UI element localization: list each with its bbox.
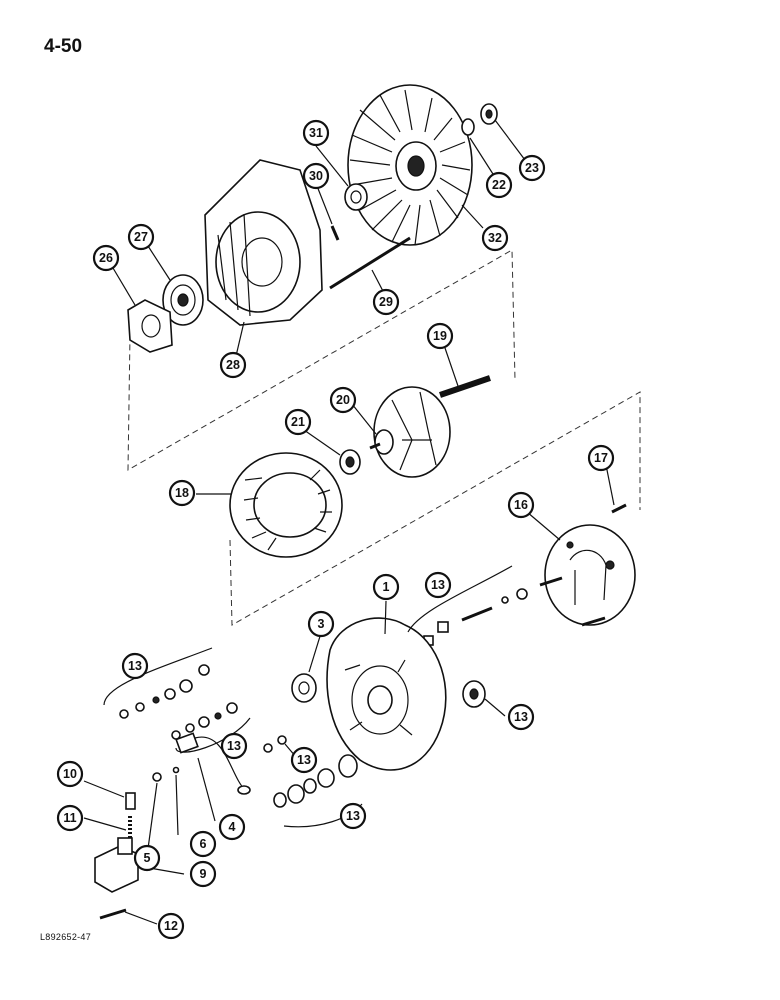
callout-20: 20 <box>329 386 357 414</box>
svg-text:12: 12 <box>164 919 178 933</box>
svg-text:1: 1 <box>383 580 390 594</box>
svg-text:6: 6 <box>200 837 207 851</box>
grommet <box>462 680 486 708</box>
callout-19: 19 <box>426 322 454 350</box>
svg-text:27: 27 <box>134 230 148 244</box>
callout-6: 6 <box>189 830 217 858</box>
bearing <box>162 274 204 326</box>
callout-10: 10 <box>56 760 84 788</box>
svg-text:16: 16 <box>514 498 528 512</box>
callout-28: 28 <box>219 351 247 379</box>
page-number: 4-50 <box>44 36 83 57</box>
callout-30: 30 <box>302 162 330 190</box>
svg-text:9: 9 <box>200 867 207 881</box>
callout-13c: 13 <box>290 746 318 774</box>
svg-text:13: 13 <box>227 739 241 753</box>
stator <box>229 452 343 558</box>
svg-text:31: 31 <box>309 126 323 140</box>
screw-and-washer <box>152 766 180 782</box>
svg-text:26: 26 <box>99 251 113 265</box>
callout-11: 11 <box>56 804 84 832</box>
svg-text:17: 17 <box>594 451 608 465</box>
callout-13d: 13 <box>339 802 367 830</box>
slip-ring-end-frame <box>539 524 636 627</box>
svg-text:13: 13 <box>431 578 445 592</box>
washer-stack-lower <box>273 754 358 808</box>
washer-stack-upper <box>119 664 210 719</box>
nut <box>480 103 498 125</box>
svg-text:13: 13 <box>346 809 360 823</box>
callout-13f: 13 <box>507 703 535 731</box>
callout-27: 27 <box>127 223 155 251</box>
washer-stack-nuts <box>263 735 287 753</box>
callout-16: 16 <box>507 491 535 519</box>
brush-holder <box>94 837 139 893</box>
screw <box>611 503 627 514</box>
svg-text:4: 4 <box>229 820 236 834</box>
callout-labels: 1 3 4 5 6 9 10 11 12 13 13 13 13 13 13 1… <box>56 119 615 940</box>
svg-text:28: 28 <box>226 358 240 372</box>
svg-text:19: 19 <box>433 329 447 343</box>
callout-17: 17 <box>587 444 615 472</box>
svg-text:3: 3 <box>318 617 325 631</box>
fan <box>347 84 473 246</box>
svg-text:21: 21 <box>291 415 305 429</box>
svg-text:30: 30 <box>309 169 323 183</box>
spacer-ring <box>344 183 368 211</box>
pin <box>330 225 340 241</box>
svg-text:11: 11 <box>63 811 76 825</box>
callout-13a: 13 <box>121 652 149 680</box>
terminal-hardware <box>423 588 528 646</box>
callout-32: 32 <box>481 224 509 252</box>
rectifier-end-housing <box>326 617 447 771</box>
leader-lines <box>83 119 615 925</box>
callout-12: 12 <box>157 912 185 940</box>
callout-13b: 13 <box>220 732 248 760</box>
svg-text:13: 13 <box>297 753 311 767</box>
callout-18: 18 <box>168 479 196 507</box>
svg-text:13: 13 <box>514 710 528 724</box>
through-bolt <box>329 236 411 290</box>
retainer-plate <box>127 299 173 353</box>
svg-text:18: 18 <box>175 486 189 500</box>
callout-9: 9 <box>189 860 217 888</box>
figure-code: L892652-47 <box>40 932 92 942</box>
rotor-bearing <box>339 449 361 475</box>
svg-text:10: 10 <box>63 767 77 781</box>
svg-text:29: 29 <box>379 295 393 309</box>
callout-31: 31 <box>302 119 330 147</box>
callout-1: 1 <box>372 573 400 601</box>
bushing <box>291 673 317 703</box>
callout-13e: 13 <box>424 571 452 599</box>
callout-5: 5 <box>133 844 161 872</box>
callout-21: 21 <box>284 408 312 436</box>
svg-text:5: 5 <box>144 851 151 865</box>
drive-end-housing <box>204 159 323 326</box>
svg-text:22: 22 <box>492 178 506 192</box>
callout-22: 22 <box>485 171 513 199</box>
callout-4: 4 <box>218 813 246 841</box>
capacitor <box>175 732 251 795</box>
rotor <box>369 375 491 478</box>
holder-screw <box>99 908 127 920</box>
washer <box>461 118 475 136</box>
svg-text:13: 13 <box>128 659 142 673</box>
svg-text:20: 20 <box>336 393 350 407</box>
callout-26: 26 <box>92 244 120 272</box>
callout-29: 29 <box>372 288 400 316</box>
svg-text:32: 32 <box>488 231 502 245</box>
callout-3: 3 <box>307 610 335 638</box>
washer-stack-middle <box>171 702 238 740</box>
svg-text:23: 23 <box>525 161 539 175</box>
brush <box>125 792 136 810</box>
callout-23: 23 <box>518 154 546 182</box>
